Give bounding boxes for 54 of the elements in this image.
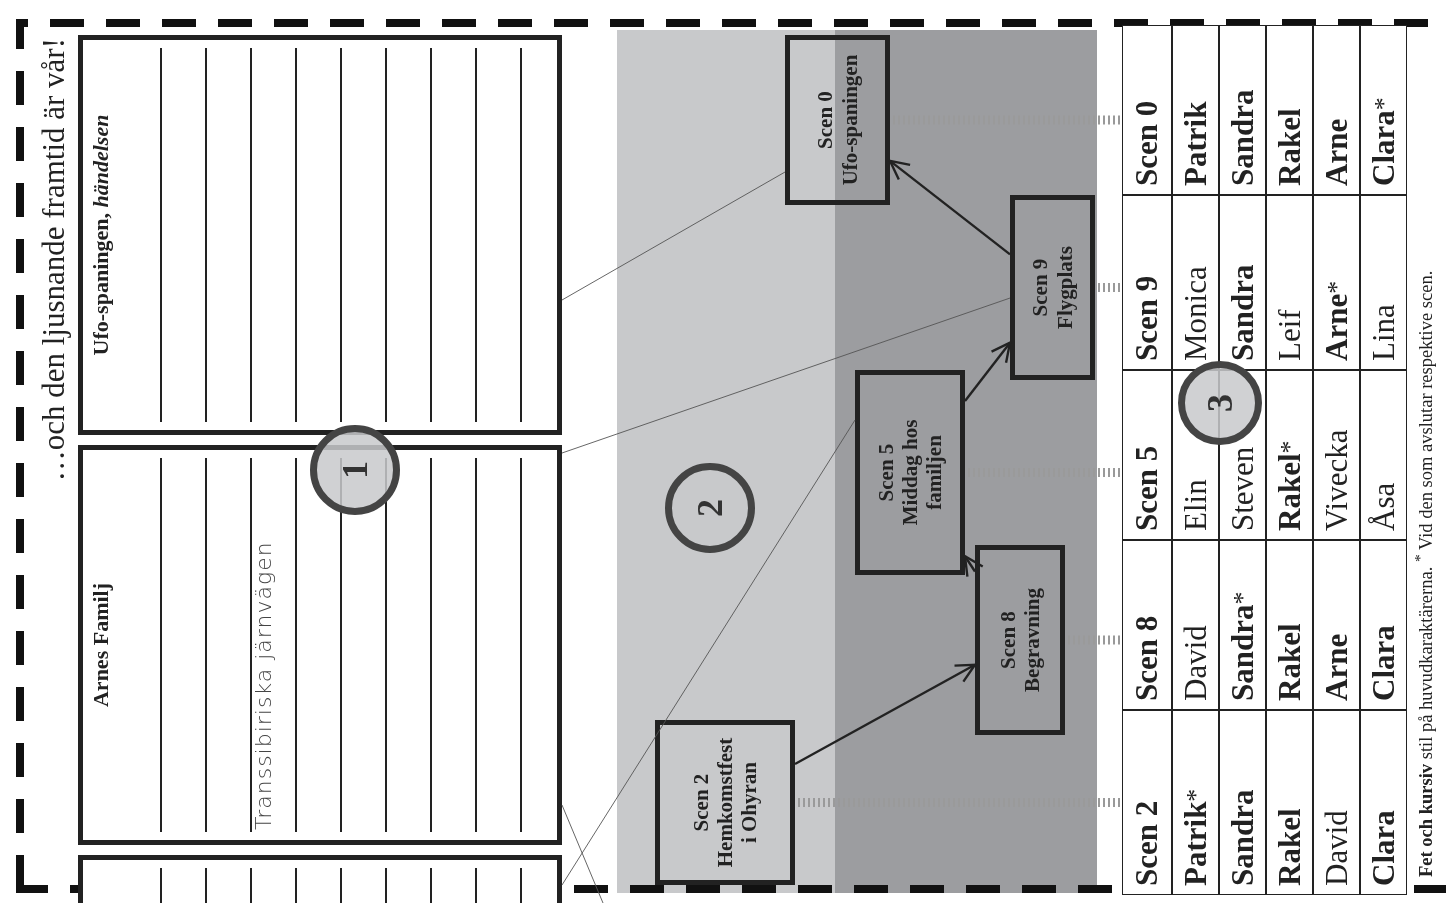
column-header: Scen 8 (1122, 540, 1172, 710)
scene-box (785, 35, 890, 205)
arrow (964, 341, 1012, 402)
arrow (963, 555, 984, 578)
scene-title: Scen 2 (688, 773, 713, 832)
table-cell: Sandra (1219, 710, 1266, 895)
callout-number: 2 (665, 463, 755, 553)
connector-line (561, 804, 604, 903)
table-cell: Rakel (1266, 710, 1313, 895)
scene-description: Ufo-spaningen (837, 54, 862, 186)
column-header: Scen 2 (1122, 710, 1172, 895)
table-cell: Clara (1360, 710, 1407, 895)
column-header: Scen 9 (1122, 195, 1172, 370)
scene-title: Scen 0 (813, 91, 838, 149)
arrow (888, 159, 1011, 256)
table-cell: Clara (1360, 540, 1407, 710)
handwritten-note: Transsibiriska järnvägen (251, 541, 276, 830)
table-cell: Sandra (1219, 25, 1266, 195)
dotted-connector (1098, 283, 1120, 292)
table-cell: Leif (1266, 195, 1313, 370)
table-cell: David (1172, 540, 1219, 710)
dotted-connector (798, 798, 1120, 807)
table-cell: Åsa (1360, 370, 1407, 540)
connector-line (561, 297, 1011, 454)
scene-title: Scen 5 (873, 443, 898, 502)
table-cell: David (1313, 710, 1360, 895)
table-cell: Rakel (1266, 540, 1313, 710)
scene-box (855, 370, 965, 575)
scene-box (1010, 195, 1095, 380)
scene-box (975, 545, 1065, 735)
table-cell: Arne (1313, 540, 1360, 710)
table-cell: Rakel (1266, 25, 1313, 195)
scene-title: Scen 8 (995, 611, 1020, 669)
connector-line (561, 419, 856, 886)
table-cell: Arne (1313, 25, 1360, 195)
arrow (794, 663, 977, 765)
note-card (78, 445, 562, 845)
table-cell: Patrik (1172, 25, 1219, 195)
title: …och den ljusnande framtid är vår! (36, 38, 72, 482)
dotted-connector (1068, 635, 1120, 645)
scene-title: Scen 9 (1028, 258, 1053, 317)
note-card (78, 35, 562, 435)
scene-description: Hemkomstfest i Ohyran (712, 736, 762, 870)
scene-description: Middag hos familjen (897, 418, 947, 528)
dotted-connector (968, 468, 1120, 477)
column-header: Scen 0 (1122, 25, 1172, 195)
dotted-connector (893, 115, 1120, 125)
scene-description: Flygplats (1052, 246, 1077, 329)
scene-box (655, 720, 795, 885)
table-cell: Vivecka (1313, 370, 1360, 540)
table-cell: Lina (1360, 195, 1407, 370)
scene-description: Begravning (1020, 588, 1045, 692)
column-header: Scen 5 (1122, 370, 1172, 540)
connector-line (561, 171, 786, 301)
